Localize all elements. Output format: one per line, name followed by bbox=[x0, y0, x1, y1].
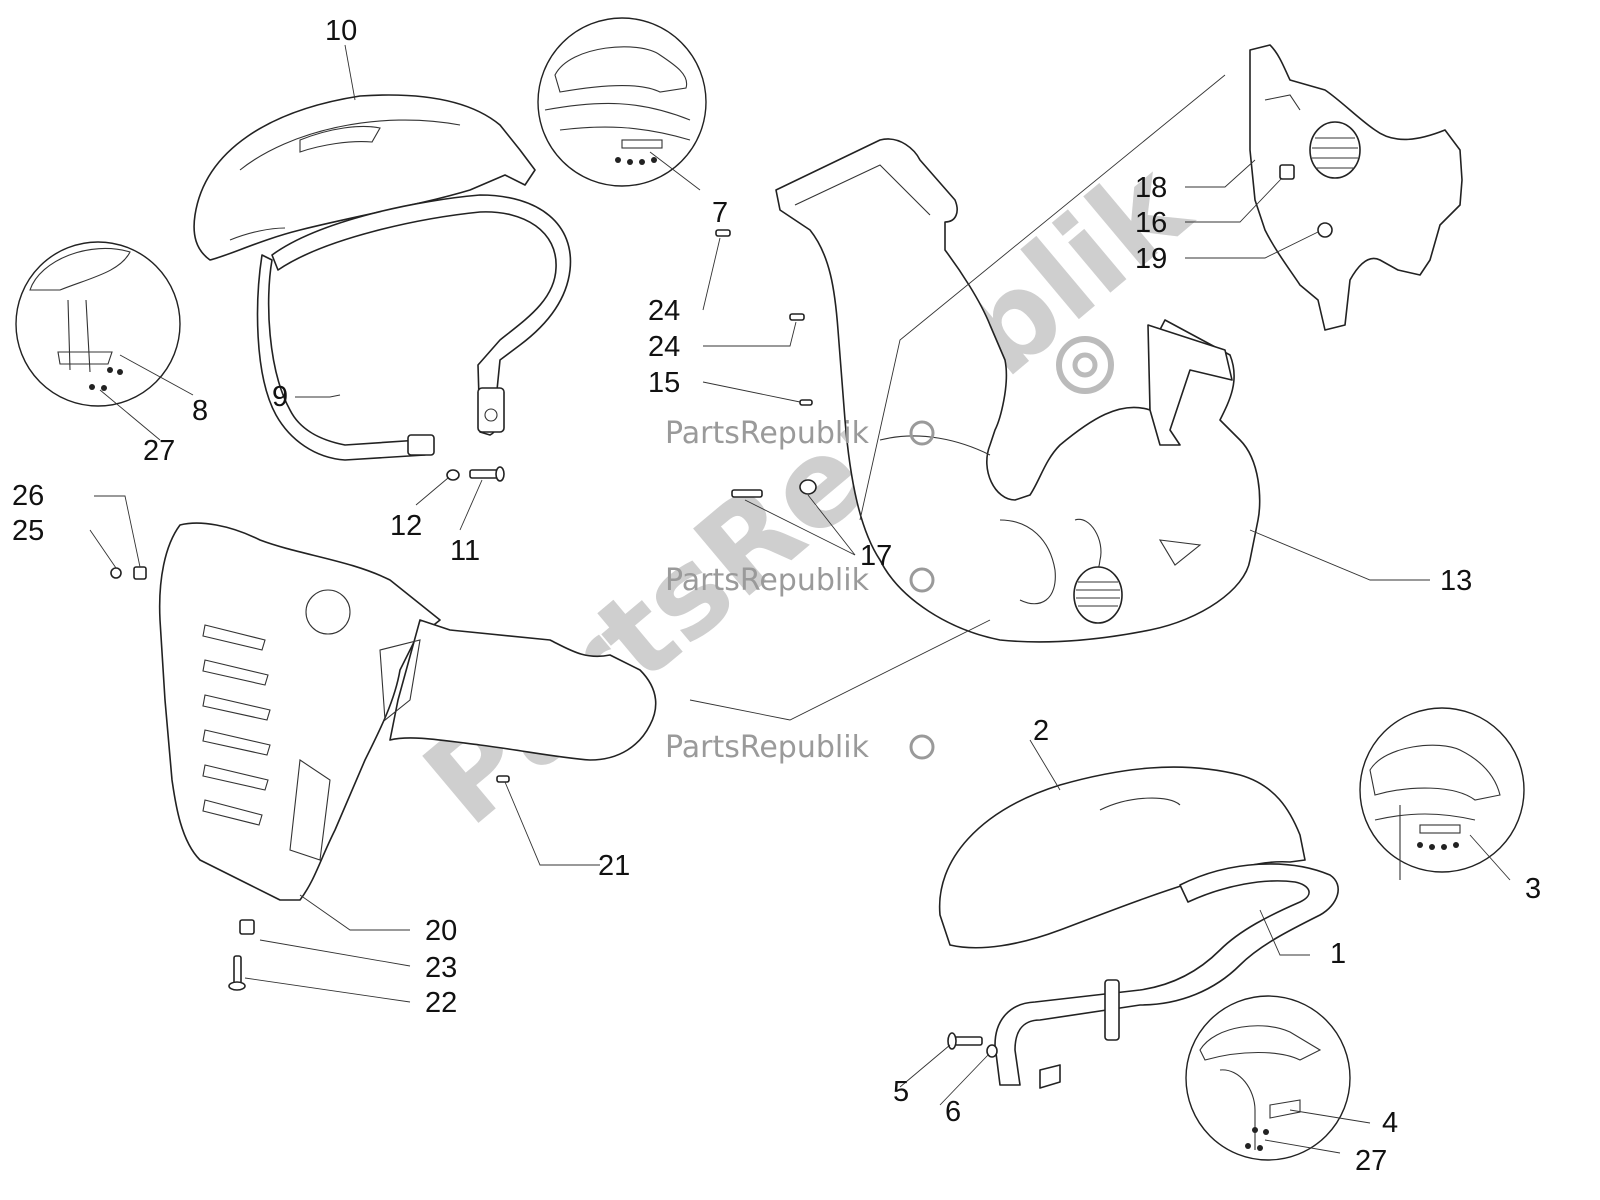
callout-18: 18 bbox=[1135, 172, 1167, 204]
callout-26: 26 bbox=[12, 480, 44, 512]
callout-8: 8 bbox=[192, 395, 208, 427]
callout-19: 19 bbox=[1135, 243, 1167, 275]
callout-27b: 27 bbox=[1355, 1145, 1387, 1177]
callout-labels: 10 7 8 9 27 12 11 26 25 18 16 19 24 24 1… bbox=[12, 15, 1541, 1177]
part-20-vent-louvers bbox=[202, 624, 271, 826]
callout-13: 13 bbox=[1440, 565, 1472, 597]
watermark-text-3: PartsRepublik bbox=[665, 730, 870, 765]
part-25-screw bbox=[110, 567, 122, 579]
part-16-clip bbox=[1279, 164, 1295, 180]
part-11-bolt bbox=[469, 466, 505, 482]
detail-circle-right bbox=[1359, 707, 1525, 880]
callout-16: 16 bbox=[1135, 207, 1167, 239]
watermark-text-1: PartsRepublik bbox=[665, 416, 870, 451]
part-10-front-fender bbox=[193, 94, 536, 261]
callout-7: 7 bbox=[712, 197, 728, 229]
callout-24b: 24 bbox=[648, 331, 680, 363]
callout-3: 3 bbox=[1525, 873, 1541, 905]
callout-10: 10 bbox=[325, 15, 357, 47]
callout-21: 21 bbox=[598, 850, 630, 882]
part-6-washer bbox=[986, 1044, 998, 1058]
part-15-screw bbox=[799, 399, 813, 406]
callout-5: 5 bbox=[893, 1076, 909, 1108]
part-23-spacer bbox=[239, 919, 255, 935]
part-21-screw bbox=[496, 775, 510, 783]
callout-23: 23 bbox=[425, 952, 457, 984]
part-17-clip bbox=[799, 479, 817, 495]
part-13-vent-grille bbox=[1073, 566, 1123, 624]
part-13-leg-shield bbox=[775, 138, 1261, 643]
callout-1: 1 bbox=[1330, 938, 1346, 970]
part-5-bolt bbox=[947, 1032, 983, 1050]
callout-24a: 24 bbox=[648, 295, 680, 327]
part-26-clip bbox=[133, 566, 147, 580]
watermark-gear-icon bbox=[1056, 336, 1114, 394]
callout-17: 17 bbox=[860, 540, 892, 572]
watermark-small: PartsRepublik PartsRepublik PartsRepubli… bbox=[665, 416, 935, 765]
callout-2: 2 bbox=[1033, 715, 1049, 747]
part-24-screw-a bbox=[715, 229, 731, 237]
callout-6: 6 bbox=[945, 1096, 961, 1128]
detail-circle-bottom-right bbox=[1185, 995, 1351, 1161]
callout-12: 12 bbox=[390, 510, 422, 542]
part-20-glovebox bbox=[158, 522, 657, 901]
part-24-screw-b bbox=[789, 313, 805, 321]
part-2-rear-fender bbox=[938, 766, 1306, 949]
callout-20: 20 bbox=[425, 915, 457, 947]
callout-27a: 27 bbox=[143, 435, 175, 467]
part-22-bolt bbox=[228, 955, 246, 991]
callout-9: 9 bbox=[272, 381, 288, 413]
detail-circle-left bbox=[15, 241, 181, 407]
callout-4: 4 bbox=[1382, 1107, 1398, 1139]
callout-15: 15 bbox=[648, 367, 680, 399]
callout-11: 11 bbox=[450, 535, 480, 567]
watermark-text-2: PartsRepublik bbox=[665, 563, 870, 598]
part-18-bracket bbox=[1249, 44, 1463, 331]
part-long-screw bbox=[731, 489, 763, 498]
leader-lines bbox=[89, 44, 1511, 1154]
part-1-bumper-tube bbox=[994, 863, 1339, 1089]
part-12-washer bbox=[446, 469, 460, 481]
gear-icon bbox=[909, 420, 935, 760]
callout-25: 25 bbox=[12, 515, 44, 547]
detail-circle-top-center bbox=[537, 17, 707, 187]
callout-22: 22 bbox=[425, 987, 457, 1019]
part-19-screw bbox=[1317, 222, 1333, 238]
part-9-bumper-tube bbox=[256, 194, 572, 461]
